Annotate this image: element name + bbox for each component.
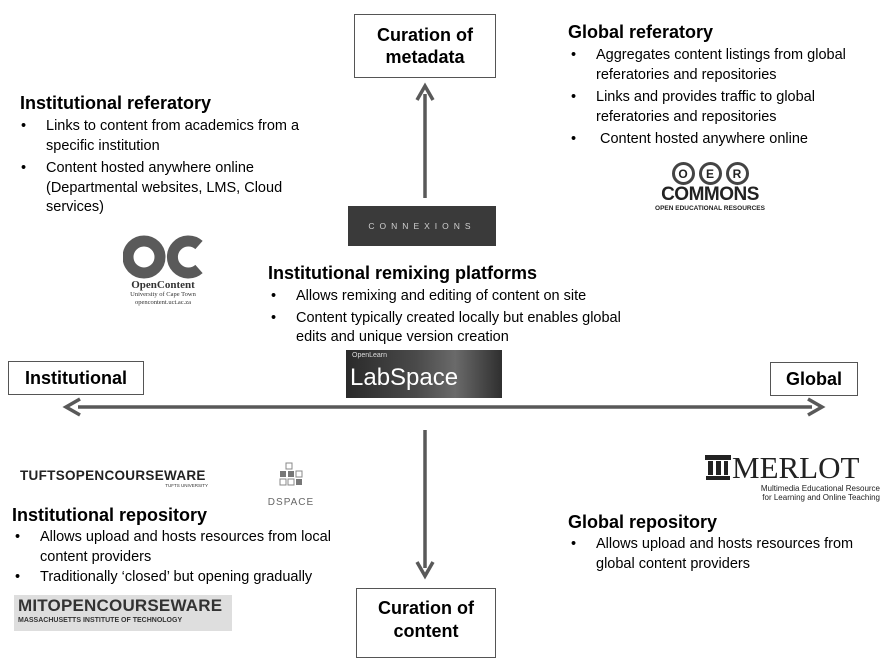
global-referatory-title: Global referatory: [568, 22, 714, 42]
curation-of-content-label: Curation of content: [378, 598, 474, 641]
oer-commons-sub: OPEN EDUCATIONAL RESOURCES: [655, 205, 765, 212]
oer-letter-o: O: [671, 162, 695, 185]
mit-ocw-name: MITOPENCOURSEWARE: [18, 596, 223, 615]
curation-of-metadata-box: Curation of metadata: [354, 14, 496, 78]
oer-letter-e: E: [698, 162, 722, 185]
opencontent-logo: OpenContent University of Cape Town open…: [108, 234, 218, 306]
global-repository-title: Global repository: [568, 512, 718, 532]
connexions-text: CONNEXIONS: [368, 221, 476, 231]
labspace-logo: OpenLearn LabSpace: [346, 350, 502, 398]
oer-commons-logo: O E R COMMONS OPEN EDUCATIONAL RESOURCES: [640, 162, 780, 213]
institutional-referatory-list: Links to content from academics from a s…: [16, 117, 336, 218]
oer-commons-name: COMMONS: [661, 184, 759, 205]
institutional-label: Institutional: [25, 367, 127, 388]
global-label: Global: [785, 368, 842, 389]
horizontal-axis-right-head: [807, 397, 826, 417]
list-item: Allows remixing and editing of content o…: [266, 287, 636, 307]
opencontent-name: OpenContent: [131, 279, 195, 291]
vertical-axis-up-head: [415, 82, 435, 101]
connexions-logo: CONNEXIONS: [348, 206, 496, 246]
dspace-logo: DSPACE: [262, 462, 320, 508]
opencontent-url: opencontent.uct.ac.za: [134, 298, 192, 306]
oer-circles-icon: O E R: [640, 162, 780, 185]
list-item: Content hosted anywhere online: [566, 130, 856, 150]
opencontent-university: University of Cape Town: [130, 291, 196, 298]
merlot-column-icon: [705, 455, 731, 480]
vertical-axis-down-head: [415, 561, 435, 580]
global-box: Global: [770, 362, 858, 396]
dspace-grid-icon: [279, 462, 303, 486]
tufts-ocw-name: OPENCOURSEWARE: [65, 468, 206, 483]
labspace-openlearn-text: OpenLearn: [352, 352, 388, 359]
institutional-referatory-title: Institutional referatory: [20, 93, 212, 113]
oer-letter-r: R: [725, 162, 749, 185]
institutional-remixing-title: Institutional remixing platforms: [268, 263, 538, 283]
global-repository-list: Allows upload and hosts resources from g…: [566, 535, 866, 574]
merlot-sub-2: for Learning and Online Teaching: [762, 493, 880, 502]
merlot-sub-1: Multimedia Educational Resource: [760, 484, 880, 493]
list-item: Content hosted anywhere online (Departme…: [16, 159, 336, 218]
list-item: Content typically created locally but en…: [266, 309, 636, 348]
list-item: Traditionally ‘closed’ but opening gradu…: [10, 568, 358, 588]
list-item: Links to content from academics from a s…: [16, 117, 336, 156]
institutional-repository-list: Allows upload and hosts resources from l…: [10, 528, 358, 588]
curation-of-metadata-label: Curation of metadata: [377, 24, 473, 68]
tufts-name: TUFTS: [20, 468, 65, 483]
labspace-text: LabSpace: [350, 364, 459, 391]
opencontent-oc-icon: [123, 235, 203, 279]
institutional-box: Institutional: [8, 361, 144, 395]
tufts-ocw-logo: TUFTSOPENCOURSEWARE TUFTS UNIVERSITY: [20, 468, 210, 488]
list-item: Allows upload and hosts resources from g…: [566, 535, 866, 574]
merlot-name: MERLOT: [732, 450, 860, 485]
list-item: Aggregates content listings from global …: [566, 46, 856, 85]
tufts-university: TUFTS UNIVERSITY: [165, 483, 208, 488]
horizontal-axis-left-head: [62, 397, 81, 417]
list-item: Links and provides traffic to global ref…: [566, 88, 856, 127]
merlot-logo: MERLOT Multimedia Educational Resource f…: [704, 452, 883, 502]
curation-of-content-box: Curation of content: [356, 588, 496, 658]
list-item: Allows upload and hosts resources from l…: [10, 528, 358, 567]
dspace-text: DSPACE: [267, 497, 315, 508]
institutional-remixing-list: Allows remixing and editing of content o…: [266, 287, 636, 348]
mit-ocw-logo: MITOPENCOURSEWARE MASSACHUSETTS INSTITUT…: [14, 595, 232, 631]
institutional-repository-title: Institutional repository: [12, 505, 208, 525]
mit-ocw-sub: MASSACHUSETTS INSTITUTE OF TECHNOLOGY: [18, 617, 183, 624]
global-referatory-list: Aggregates content listings from global …: [566, 46, 856, 150]
